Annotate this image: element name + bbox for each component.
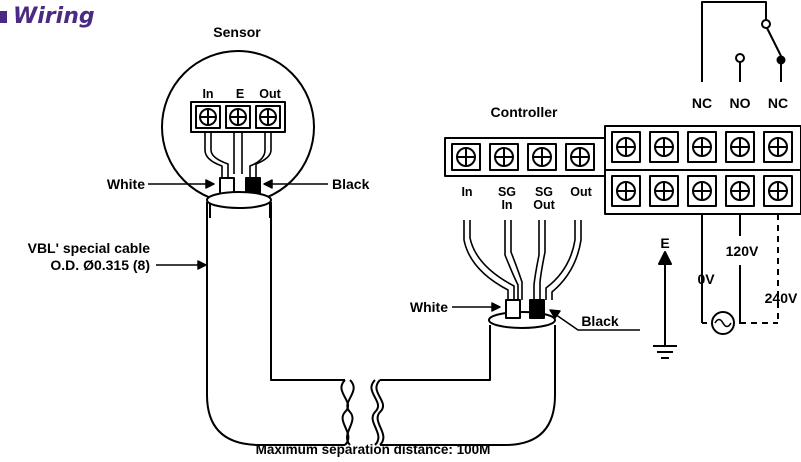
sensor-assembly xyxy=(161,50,315,218)
relay-terminal-screw-icon xyxy=(763,175,793,207)
controller-terminal-screw-icon xyxy=(451,143,481,171)
controller-terminal-label-sg-out-2: Out xyxy=(533,198,555,212)
sensor-terminal-label-out: Out xyxy=(259,87,281,101)
controller-white-wire-sleeve xyxy=(505,299,521,319)
cable-label-line2: O.D. Ø0.315 (8) xyxy=(50,257,150,273)
sensor-cable xyxy=(206,202,355,446)
relay-terminal-screw-icon xyxy=(763,131,793,163)
controller-terminal-screw-icon xyxy=(489,143,519,171)
controller-terminal-screw-icon xyxy=(527,143,557,171)
relay-contact-symbol xyxy=(701,1,786,82)
controller-black-arrow xyxy=(551,311,640,331)
controller-terminal-label-sg-in-1: SG xyxy=(498,185,516,199)
relay-contact-label-nc-1: NC xyxy=(692,95,712,111)
relay-terminal-screw-icon xyxy=(725,131,755,163)
relay-contact-label-nc-2: NC xyxy=(768,95,788,111)
ground-label: E xyxy=(660,235,669,251)
sensor-terminal-screw-icon xyxy=(225,105,251,129)
relay-contact-label-no: NO xyxy=(730,95,751,111)
sensor-white-label: White xyxy=(107,176,145,192)
section-heading: Wiring xyxy=(0,4,95,30)
relay-nc-contact xyxy=(776,55,786,65)
sensor-terminal-screw-icon xyxy=(255,105,281,129)
voltage-0v-label: 0V xyxy=(697,271,715,287)
controller-title: Controller xyxy=(491,104,558,120)
sensor-title: Sensor xyxy=(213,24,261,40)
ground-symbol-icon xyxy=(653,251,677,359)
relay-terminal-screw-icon xyxy=(687,131,717,163)
controller-cable xyxy=(370,220,582,446)
controller-wires xyxy=(463,220,582,300)
controller-terminal-label-out: Out xyxy=(570,185,592,199)
sensor-wires xyxy=(204,132,272,178)
controller-terminal-label-sg-out-1: SG xyxy=(535,185,553,199)
sensor-terminal-block xyxy=(190,101,286,133)
relay-no-contact xyxy=(735,53,745,63)
controller-black-wire-sleeve xyxy=(529,299,545,319)
cable-break-mark-right xyxy=(375,379,385,446)
section-heading-text: Wiring xyxy=(13,4,95,29)
relay-terminal-screw-icon xyxy=(611,175,641,207)
controller-terminal-label-in: In xyxy=(461,185,472,199)
heading-bullet-icon xyxy=(0,11,7,23)
leader-lines xyxy=(148,179,640,331)
sensor-cable-end xyxy=(206,191,272,209)
sensor-terminal-label-e: E xyxy=(236,87,244,101)
relay-common-contact xyxy=(761,19,771,29)
sensor-terminal-screw-icon xyxy=(195,105,221,129)
controller-black-label: Black xyxy=(581,313,619,329)
voltage-120v-label: 120V xyxy=(726,243,759,259)
controller-terminal-screw-icon xyxy=(565,143,595,171)
relay-terminal-screw-icon xyxy=(687,175,717,207)
relay-terminal-screw-icon xyxy=(649,175,679,207)
voltage-240v-label: 240V xyxy=(765,290,798,306)
sensor-terminal-label-in: In xyxy=(202,87,213,101)
relay-terminal-screw-icon xyxy=(611,131,641,163)
power-circuit xyxy=(701,214,779,335)
controller-white-label: White xyxy=(410,299,448,315)
relay-terminal-screw-icon xyxy=(649,131,679,163)
controller-terminal-label-sg-in-2: In xyxy=(501,198,512,212)
cable-label-line1: VBL' special cable xyxy=(28,240,151,256)
controller-terminal-block xyxy=(444,137,606,177)
footer-note: Maximum separation distance: 100M xyxy=(256,442,491,457)
sensor-black-label: Black xyxy=(332,176,370,192)
relay-terminal-screw-icon xyxy=(725,175,755,207)
relay-terminal-block xyxy=(604,125,801,215)
